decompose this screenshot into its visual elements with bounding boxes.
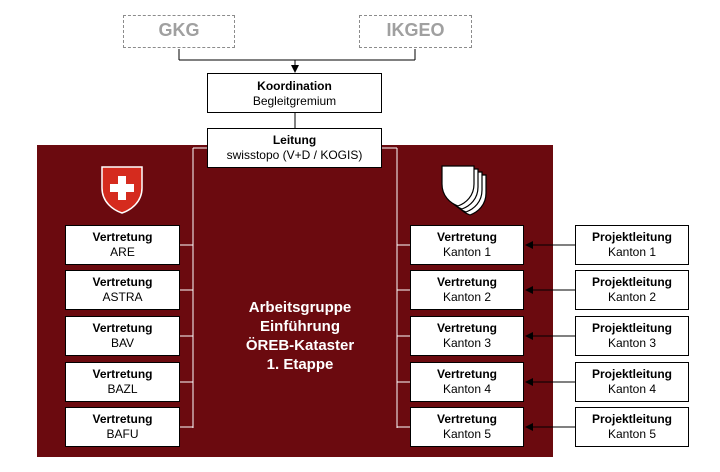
arbeitsgruppe-line: ÖREB-Kataster [245,337,355,354]
projektleitung-kanton-3: Projektleitung Kanton 3 [575,316,689,356]
vertretung-title: Vertretung [92,367,153,381]
vertretung-title: Vertretung [436,412,497,426]
koordination-subtitle: Begleitgremium [252,94,337,108]
vertretung-subtitle: ASTRA [102,290,143,304]
projektleitung-subtitle: Kanton 2 [607,290,657,304]
vertretung-title: Vertretung [436,321,497,335]
projektleitung-subtitle: Kanton 1 [607,245,657,259]
canton-shields-stack-icon [441,165,487,216]
vertretung-subtitle: Kanton 5 [442,427,492,441]
projektleitung-kanton-2: Projektleitung Kanton 2 [575,270,689,310]
vertretung-bafu: Vertretung BAFU [65,407,180,447]
leitung-box: Leitung swisstopo (V+D / KOGIS) [207,128,382,168]
arbeitsgruppe-title: Arbeitsgruppe Einführung ÖREB-Kataster 1… [200,298,400,374]
vertretung-title: Vertretung [436,230,497,244]
vertretung-subtitle: BAZL [107,382,138,396]
vertretung-subtitle: ARE [110,245,135,259]
arbeitsgruppe-line: Arbeitsgruppe [248,299,352,316]
projektleitung-kanton-1: Projektleitung Kanton 1 [575,225,689,265]
vertretung-astra: Vertretung ASTRA [65,270,180,310]
vertretung-kanton-5: Vertretung Kanton 5 [410,407,524,447]
vertretung-are: Vertretung ARE [65,225,180,265]
projektleitung-title: Projektleitung [591,412,672,426]
projektleitung-subtitle: Kanton 4 [607,382,657,396]
vertretung-subtitle: Kanton 2 [442,290,492,304]
vertretung-kanton-4: Vertretung Kanton 4 [410,362,524,402]
projektleitung-title: Projektleitung [591,321,672,335]
projektleitung-kanton-5: Projektleitung Kanton 5 [575,407,689,447]
projektleitung-subtitle: Kanton 5 [607,427,657,441]
vertretung-subtitle: BAFU [106,427,139,441]
koordination-box: Koordination Begleitgremium [207,73,382,113]
vertretung-title: Vertretung [436,275,497,289]
vertretung-kanton-1: Vertretung Kanton 1 [410,225,524,265]
koordination-title: Koordination [257,79,332,93]
gkg-box: GKG [123,15,235,48]
vertretung-bav: Vertretung BAV [65,316,180,356]
projektleitung-title: Projektleitung [591,275,672,289]
vertretung-title: Vertretung [92,321,153,335]
vertretung-kanton-3: Vertretung Kanton 3 [410,316,524,356]
vertretung-title: Vertretung [92,275,153,289]
vertretung-title: Vertretung [92,230,153,244]
vertretung-title: Vertretung [436,367,497,381]
vertretung-subtitle: BAV [110,336,135,350]
vertretung-kanton-2: Vertretung Kanton 2 [410,270,524,310]
arbeitsgruppe-line: 1. Etappe [266,356,334,373]
swiss-cross-shield-icon [101,166,143,214]
arbeitsgruppe-line: Einführung [260,318,340,335]
projektleitung-kanton-4: Projektleitung Kanton 4 [575,362,689,402]
vertretung-subtitle: Kanton 3 [442,336,492,350]
vertretung-subtitle: Kanton 1 [442,245,492,259]
projektleitung-subtitle: Kanton 3 [607,336,657,350]
ikgeo-box: IKGEO [359,15,472,48]
leitung-subtitle: swisstopo (V+D / KOGIS) [226,148,363,162]
vertretung-subtitle: Kanton 4 [442,382,492,396]
vertretung-bazl: Vertretung BAZL [65,362,180,402]
vertretung-title: Vertretung [92,412,153,426]
leitung-title: Leitung [272,133,317,147]
projektleitung-title: Projektleitung [591,367,672,381]
projektleitung-title: Projektleitung [591,230,672,244]
